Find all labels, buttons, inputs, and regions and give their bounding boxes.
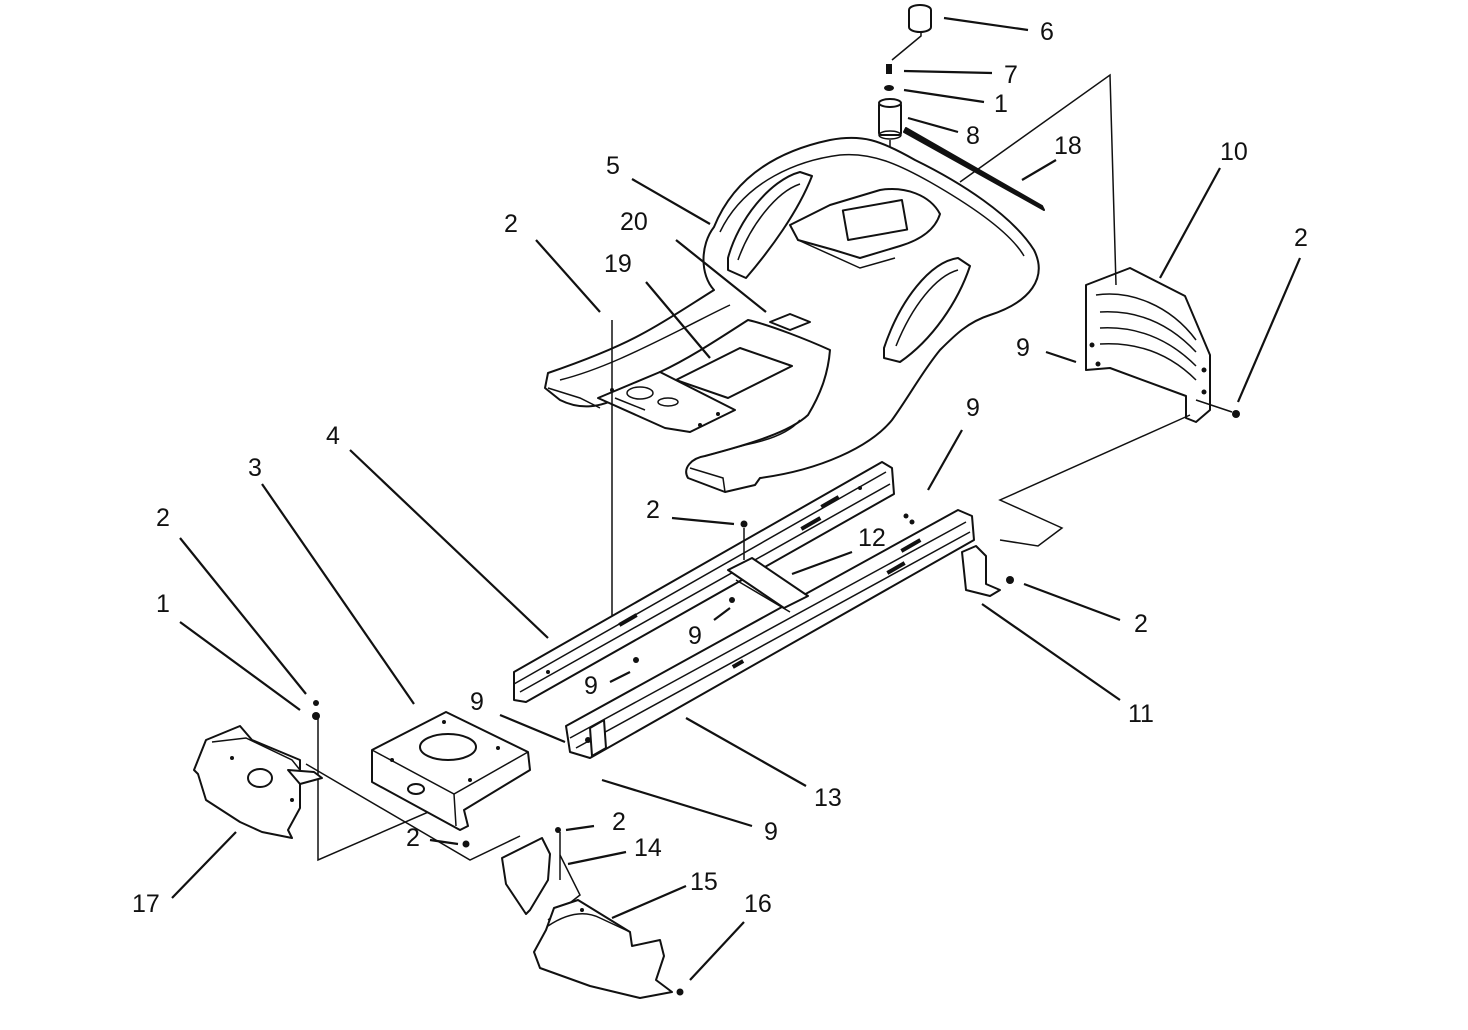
part-18-rod: [903, 127, 1045, 211]
callout-18: 18: [1054, 132, 1082, 160]
callout-2-b: 2: [1294, 224, 1308, 252]
callout-9-c: 9: [688, 622, 702, 650]
part-17-front-bracket: [193, 700, 323, 839]
callout-5: 5: [606, 152, 620, 180]
callout-14: 14: [634, 834, 662, 862]
part-6-knob: [891, 4, 932, 61]
part-3-front-mount: [371, 711, 531, 848]
callout-6: 6: [1040, 18, 1054, 46]
callout-13: 13: [814, 784, 842, 812]
callout-4: 4: [326, 422, 340, 450]
callout-2-e: 2: [1134, 610, 1148, 638]
callout-8: 8: [966, 122, 980, 150]
callout-2-c: 2: [646, 496, 660, 524]
callout-11: 11: [1128, 700, 1154, 728]
callout-17: 17: [132, 890, 160, 918]
part-12-cross-member: [727, 520, 809, 613]
callout-12: 12: [858, 524, 886, 552]
callout-9-a: 9: [1016, 334, 1030, 362]
part-15-lower-shroud: [533, 899, 684, 999]
callout-9-d: 9: [584, 672, 598, 700]
leader-lines: [171, 16, 1302, 981]
callout-15: 15: [690, 868, 718, 896]
part-11-bracket: [903, 513, 1014, 597]
callout-9-f: 9: [764, 818, 778, 846]
callout-2-f: 2: [612, 808, 626, 836]
callout-labels: 6 7 1 8 18 10 5 20 2 2 19 9 9 4 3 2 2 12…: [132, 18, 1308, 918]
callout-16: 16: [744, 890, 772, 918]
part-5-body-pan: [544, 136, 1040, 493]
part-14-bracket: [501, 827, 561, 915]
guide-lines: [305, 73, 1191, 921]
part-10-rear-guard: [1085, 267, 1240, 423]
callout-7: 7: [1004, 61, 1018, 89]
part-13-right-rail: [565, 509, 975, 759]
callout-9-e: 9: [470, 688, 484, 716]
callout-3: 3: [248, 454, 262, 482]
callout-2-d: 2: [156, 504, 170, 532]
callout-2-a: 2: [504, 210, 518, 238]
callout-1-top: 1: [994, 90, 1008, 118]
callout-20: 20: [620, 208, 648, 236]
callout-9-b: 9: [966, 394, 980, 422]
callout-10: 10: [1220, 138, 1248, 166]
callout-1-left: 1: [156, 590, 170, 618]
part-4-left-rail: [513, 461, 895, 703]
callout-19: 19: [604, 250, 632, 278]
callout-2-g: 2: [406, 824, 420, 852]
